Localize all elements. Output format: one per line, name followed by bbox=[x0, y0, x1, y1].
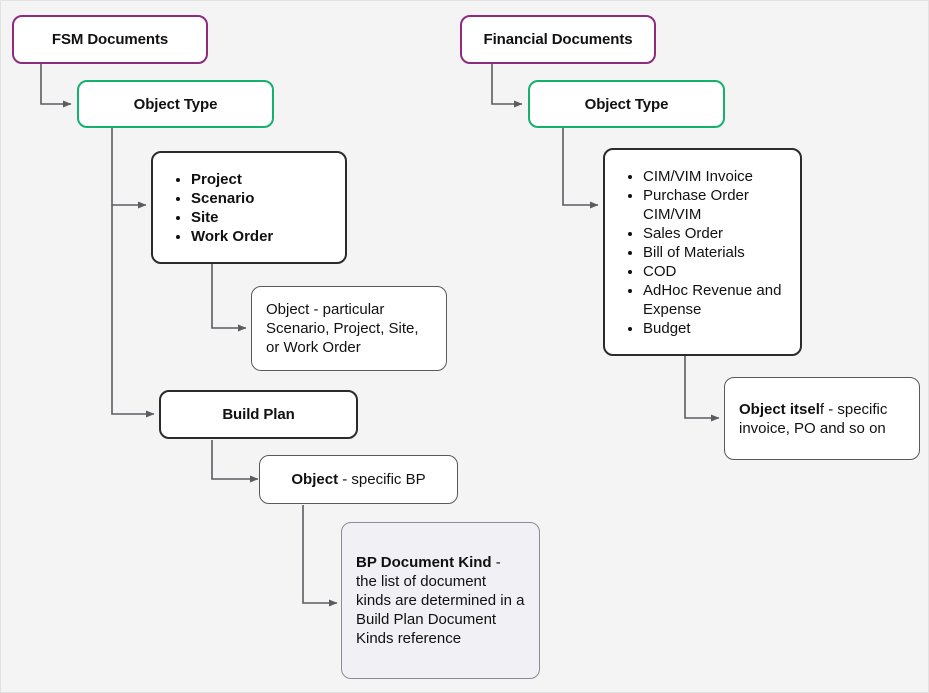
node-financial-documents-label: Financial Documents bbox=[483, 31, 633, 48]
list-item: Sales Order bbox=[643, 224, 790, 243]
list-item: Bill of Materials bbox=[643, 243, 790, 262]
list-item: Work Order bbox=[191, 227, 335, 246]
connector-objecttype-right-to-list bbox=[562, 128, 599, 209]
node-object-itself[interactable]: Object itself - specific invoice, PO and… bbox=[724, 377, 920, 460]
connector-objecttype-to-list bbox=[111, 128, 147, 209]
node-fsm-documents-label: FSM Documents bbox=[51, 31, 169, 48]
node-object-itself-text: Object itself - specific invoice, PO and… bbox=[725, 400, 919, 438]
node-financial-documents[interactable]: Financial Documents bbox=[460, 15, 656, 64]
node-bp-document-kind-bold: BP Document Kind bbox=[356, 554, 492, 571]
node-build-plan-label: Build Plan bbox=[222, 406, 295, 423]
node-right-object-type-list[interactable]: CIM/VIM Invoice Purchase Order CIM/VIM S… bbox=[603, 148, 802, 356]
node-object-itself-bold: Object itsel bbox=[739, 400, 820, 418]
node-bp-document-kind-rest: - the list of document kinds are determi… bbox=[356, 554, 525, 647]
node-object-specific-bp-rest: - specific BP bbox=[338, 471, 426, 488]
node-left-object-type-list[interactable]: Project Scenario Site Work Order bbox=[151, 151, 347, 264]
node-left-object-type-label: Object Type bbox=[133, 95, 218, 113]
node-bp-document-kind[interactable]: BP Document Kind - the list of document … bbox=[341, 522, 540, 679]
node-left-object-type[interactable]: Object Type bbox=[77, 80, 274, 128]
node-bp-document-kind-text: BP Document Kind - the list of document … bbox=[342, 553, 539, 648]
connector-list-to-objectdetail bbox=[211, 264, 247, 332]
list-item: CIM/VIM Invoice bbox=[643, 167, 790, 186]
list-item: Site bbox=[191, 208, 335, 227]
connector-list-right-to-objectitself bbox=[684, 356, 720, 422]
left-object-type-item-list: Project Scenario Site Work Order bbox=[153, 170, 345, 246]
node-object-specific-bp-text: Object - specific BP bbox=[260, 470, 457, 489]
list-item: Scenario bbox=[191, 189, 335, 208]
connector-objecttype-to-buildplan bbox=[111, 205, 155, 418]
node-fsm-documents[interactable]: FSM Documents bbox=[12, 15, 208, 64]
connector-financial-to-objecttype bbox=[491, 64, 523, 108]
list-item: Purchase Order CIM/VIM bbox=[643, 186, 790, 224]
node-right-object-type[interactable]: Object Type bbox=[528, 80, 725, 128]
right-object-type-item-list: CIM/VIM Invoice Purchase Order CIM/VIM S… bbox=[605, 167, 800, 338]
list-item: COD bbox=[643, 262, 790, 281]
node-object-specific-bp-bold: Object bbox=[291, 471, 339, 488]
node-build-plan[interactable]: Build Plan bbox=[159, 390, 358, 439]
node-object-particular-text: Object - particular Scenario, Project, S… bbox=[266, 301, 419, 356]
connector-fsm-to-objecttype bbox=[40, 64, 72, 108]
list-item: AdHoc Revenue and Expense bbox=[643, 281, 790, 319]
node-right-object-type-label: Object Type bbox=[584, 95, 669, 113]
node-object-particular[interactable]: Object - particular Scenario, Project, S… bbox=[251, 286, 447, 371]
node-object-specific-bp[interactable]: Object - specific BP bbox=[259, 455, 458, 504]
connector-buildplan-to-objectbp bbox=[211, 440, 259, 483]
list-item: Project bbox=[191, 170, 335, 189]
connector-objectbp-to-dockind bbox=[302, 505, 338, 607]
node-object-itself-rest: f - specific invoice, PO and so on bbox=[739, 400, 888, 437]
list-item: Budget bbox=[643, 319, 790, 338]
